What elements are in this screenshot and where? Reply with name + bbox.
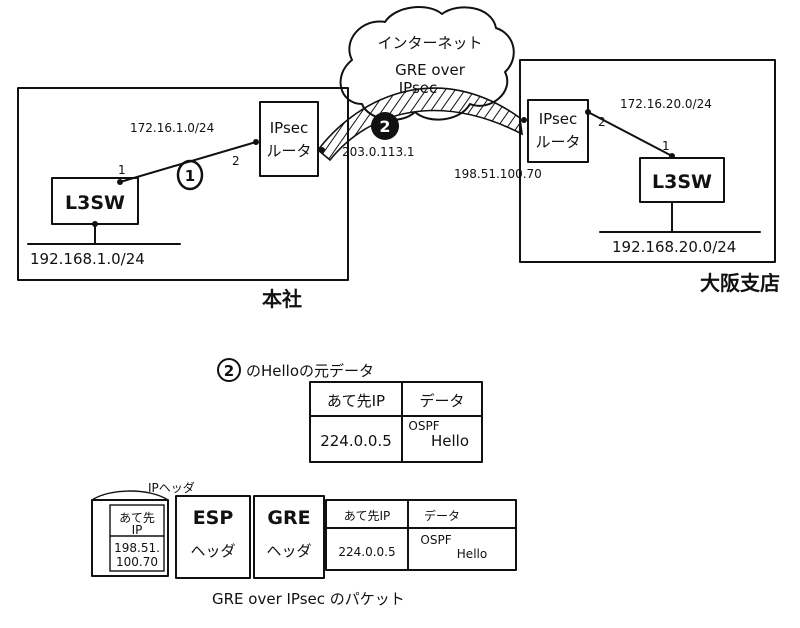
marker-2: 2	[371, 112, 399, 140]
svg-text:198.51.: 198.51.	[114, 541, 160, 555]
packet-caption: GRE over IPsec のパケット	[212, 590, 405, 608]
branch-lan-subnet: 192.168.20.0/24	[612, 238, 736, 256]
svg-text:あて先: あて先	[119, 511, 155, 525]
gre-ipsec-tunnel	[316, 87, 523, 162]
branch-link-subnet: 172.16.20.0/24	[620, 97, 712, 111]
branch-wan-ip: 198.51.100.70	[454, 167, 542, 181]
gre-over-ipsec-packet: あて先 IP 198.51. 100.70 ESP ヘッダ GRE ヘッダ あて…	[91, 495, 517, 579]
branch-l3sw	[639, 157, 725, 203]
svg-text:OSPF: OSPF	[420, 533, 451, 547]
branch-router-label-1: IPsec	[539, 110, 578, 128]
svg-text:IP: IP	[132, 523, 143, 537]
hq-router-label-2: ルータ	[266, 142, 311, 160]
svg-text:あて先IP: あて先IP	[344, 509, 391, 523]
branch-port-sw: 1	[662, 139, 670, 153]
svg-text:GRE: GRE	[267, 507, 310, 529]
svg-text:OSPF: OSPF	[408, 419, 439, 433]
hq-router-label-1: IPsec	[270, 119, 309, 137]
svg-text:データ: データ	[424, 508, 460, 523]
svg-text:100.70: 100.70	[116, 555, 158, 569]
svg-text:1: 1	[185, 167, 195, 185]
svg-text:2: 2	[379, 117, 390, 136]
tunnel-label-1: GRE over	[395, 61, 466, 79]
svg-text:ヘッダ: ヘッダ	[190, 542, 235, 560]
svg-text:ESP: ESP	[193, 507, 234, 529]
svg-text:2: 2	[224, 362, 234, 380]
hq-link-subnet: 172.16.1.0/24	[130, 121, 214, 135]
hq-wan-ip: 203.0.113.1	[342, 145, 415, 159]
branch-link	[587, 111, 673, 157]
branch-router-label-2: ルータ	[535, 133, 580, 151]
packet-ip-header-note: IPヘッダ	[91, 480, 195, 501]
svg-text:あて先IP: あて先IP	[327, 392, 385, 410]
hello-original-table: あて先IP データ 224.0.0.5 OSPF Hello	[309, 381, 483, 463]
branch-site-label: 大阪支店	[700, 271, 780, 295]
svg-text:データ: データ	[419, 392, 464, 410]
branch-l3sw-label: L3SW	[652, 171, 712, 193]
hq-port-sw: 1	[118, 163, 126, 177]
hello-original-title: 2 のHelloの元データ	[217, 358, 374, 382]
hq-port-router: 2	[232, 154, 240, 168]
marker-1: 1	[176, 159, 204, 191]
svg-text:Hello: Hello	[431, 432, 469, 450]
svg-text:224.0.0.5: 224.0.0.5	[320, 432, 392, 450]
hq-site-frame	[17, 87, 349, 281]
hq-site-label: 本社	[262, 287, 302, 311]
internet-label: インターネット	[377, 34, 482, 52]
svg-text:IPヘッダ: IPヘッダ	[148, 480, 195, 495]
branch-ipsec-router	[527, 99, 589, 163]
branch-site-frame	[519, 59, 776, 263]
svg-text:ヘッダ: ヘッダ	[266, 542, 311, 560]
svg-text:のHelloの元データ: のHelloの元データ	[246, 362, 374, 380]
branch-port-router: 2	[598, 115, 606, 129]
tunnel-label-2: IPsec	[399, 79, 438, 97]
hq-lan-subnet: 192.168.1.0/24	[30, 250, 145, 268]
svg-text:224.0.0.5: 224.0.0.5	[338, 545, 395, 559]
svg-text:Hello: Hello	[457, 547, 487, 561]
hq-l3sw-label: L3SW	[65, 192, 125, 214]
hq-ipsec-router	[259, 101, 319, 177]
